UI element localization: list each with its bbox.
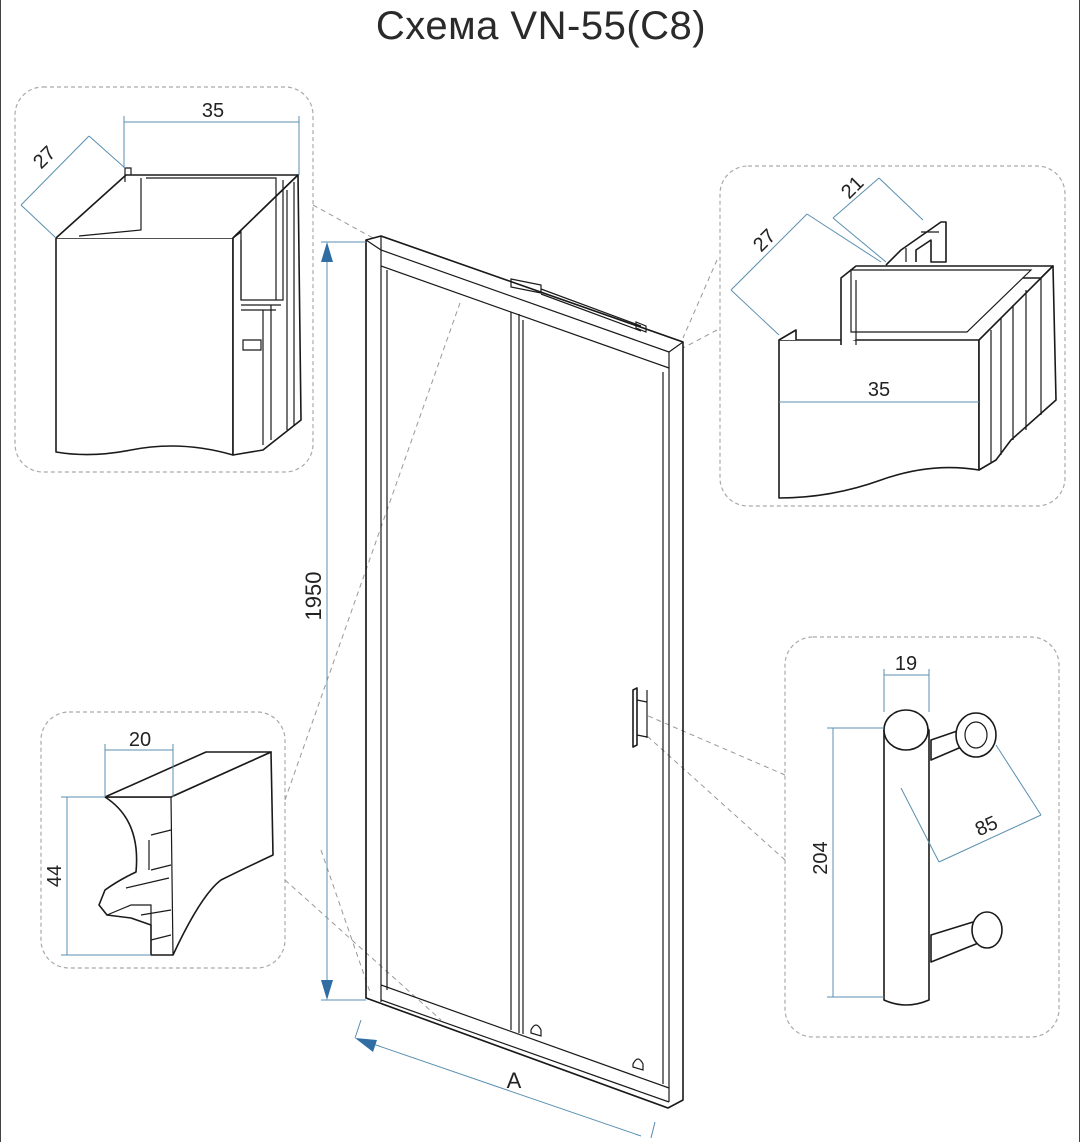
dim-door-height: 1950 — [301, 572, 326, 621]
dimension-door-height: 1950 — [301, 241, 366, 1001]
dim-bottom-left-width: 20 — [129, 729, 151, 751]
dim-handle-diameter: 19 — [895, 653, 917, 675]
door-assembly — [365, 235, 684, 1109]
detail-frame-handle — [784, 636, 1060, 1038]
dimension-door-width: A — [354, 1019, 656, 1139]
dim-door-width: A — [507, 1068, 522, 1093]
detail-frame-top-left — [14, 86, 314, 473]
page-title: Схема VN-55(C8) — [375, 4, 707, 48]
dim-handle-length: 204 — [810, 841, 832, 874]
dim-top-left-depth: 27 — [29, 142, 60, 173]
detail-frame-bottom-left — [40, 711, 286, 969]
detail-frame-top-right — [719, 165, 1066, 507]
profile-top-right: 35 27 21 — [730, 172, 1057, 499]
dim-bottom-left-height: 44 — [44, 865, 66, 887]
dim-top-right-width: 35 — [868, 379, 890, 401]
dim-top-right-depth: 27 — [749, 225, 780, 256]
dim-top-right-rail: 21 — [837, 172, 868, 203]
dim-top-left-width: 35 — [202, 100, 224, 122]
profile-bottom-left: 20 44 — [44, 729, 274, 956]
dim-handle-projection: 85 — [972, 812, 1001, 841]
handle-detail: 19 204 85 — [810, 653, 1042, 1006]
profile-top-left: 35 27 — [20, 100, 302, 456]
leader-lines — [284, 204, 786, 1021]
